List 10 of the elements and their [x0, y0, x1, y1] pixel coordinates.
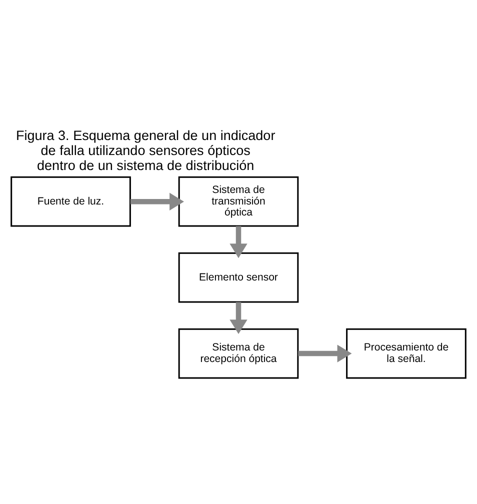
arrow: [230, 302, 248, 334]
arrow: [298, 344, 352, 362]
arrow: [130, 192, 184, 210]
node-box: Procesamiento de la señal.: [346, 328, 466, 379]
node-box: Fuente de luz.: [10, 176, 131, 227]
node-box: Sistema de recepción óptica: [178, 328, 299, 379]
node-box: Elemento sensor: [178, 252, 299, 303]
arrow: [230, 226, 248, 258]
diagram-title: Figura 3. Esquema general de un indicador de falla utilizando sensores ópticos dentro de un sistema de distribución: [16, 128, 276, 173]
node-box: Sistema de transmisión óptica: [178, 176, 299, 227]
